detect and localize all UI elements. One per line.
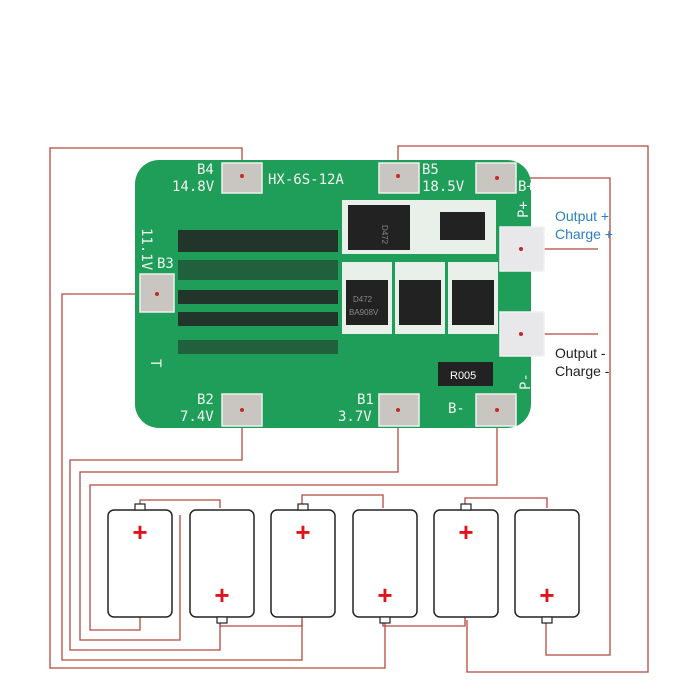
- battery-3: +: [270, 503, 336, 618]
- wire-link-3-4: [301, 494, 384, 508]
- mosfet-marking: D472: [380, 225, 389, 245]
- b2-voltage: 7.4V: [180, 409, 214, 425]
- battery-4: +: [352, 509, 418, 624]
- b2-label: B2: [197, 392, 214, 408]
- ic-chip: [440, 212, 485, 240]
- b1-label: B1: [357, 392, 374, 408]
- plus-terminal-icon: +: [539, 580, 554, 610]
- plus-terminal-icon: +: [132, 517, 147, 547]
- wire-link-1-2: [139, 499, 221, 508]
- pminus-label: P-: [518, 373, 534, 390]
- wire-b3: [61, 293, 303, 661]
- b5-voltage: 18.5V: [422, 179, 465, 195]
- battery-terminal: [379, 616, 391, 624]
- plus-terminal-icon: +: [377, 580, 392, 610]
- pplus-label: P+: [516, 201, 532, 218]
- battery-6: +: [514, 509, 580, 624]
- mosfet-marking: BA908V: [349, 308, 379, 317]
- shunt-resistor: [438, 362, 493, 386]
- wire-b1: [79, 410, 399, 641]
- plus-terminal-icon: +: [458, 517, 473, 547]
- battery-terminal: [134, 503, 146, 511]
- plus-terminal-icon: +: [214, 580, 229, 610]
- board-model: HX-6S-12A: [268, 172, 344, 188]
- resistor-label: R005: [450, 370, 476, 382]
- battery-2: +: [189, 509, 255, 624]
- output-minus-label: Output -: [555, 345, 606, 361]
- b3-label: B3: [157, 256, 174, 272]
- wire-link-4-5: [382, 617, 466, 627]
- mosfet-chip: [348, 205, 410, 250]
- battery-terminal: [297, 503, 309, 511]
- wire-bplus: [497, 177, 611, 656]
- pad-pplus: [499, 226, 545, 272]
- bminus-label: B-: [448, 401, 465, 417]
- b4-voltage: 14.8V: [172, 179, 215, 195]
- battery-terminal: [460, 503, 472, 511]
- wire-bminus: [89, 410, 498, 631]
- b1-voltage: 3.7V: [338, 409, 372, 425]
- mosfet-row: [342, 262, 498, 334]
- charge-plus-label: Charge +: [555, 226, 613, 242]
- wire-b5: [397, 145, 649, 673]
- b3-voltage: 11.1V: [138, 228, 154, 271]
- wire-b4: [49, 147, 386, 669]
- pad-b5: [378, 162, 420, 194]
- battery-1: +: [107, 503, 173, 618]
- small-components: [178, 230, 338, 354]
- battery-row: + + + + + +: [107, 503, 580, 624]
- output-plus-label: Output +: [555, 208, 610, 224]
- pad-dots: [155, 174, 523, 412]
- bplus-label: B+: [518, 179, 535, 195]
- battery-terminal: [541, 616, 553, 624]
- charge-minus-label: Charge -: [555, 363, 610, 379]
- b5-label: B5: [422, 162, 439, 178]
- b4-label: B4: [197, 162, 214, 178]
- battery-terminal: [216, 616, 228, 624]
- plus-terminal-icon: +: [295, 517, 310, 547]
- t-label: T: [147, 359, 163, 368]
- wire-b2: [69, 410, 243, 651]
- mosfet-marking: D472: [353, 295, 373, 304]
- wire-link-5-6: [464, 497, 548, 508]
- battery-5: +: [433, 503, 499, 618]
- wire-link-2-3: [219, 617, 303, 627]
